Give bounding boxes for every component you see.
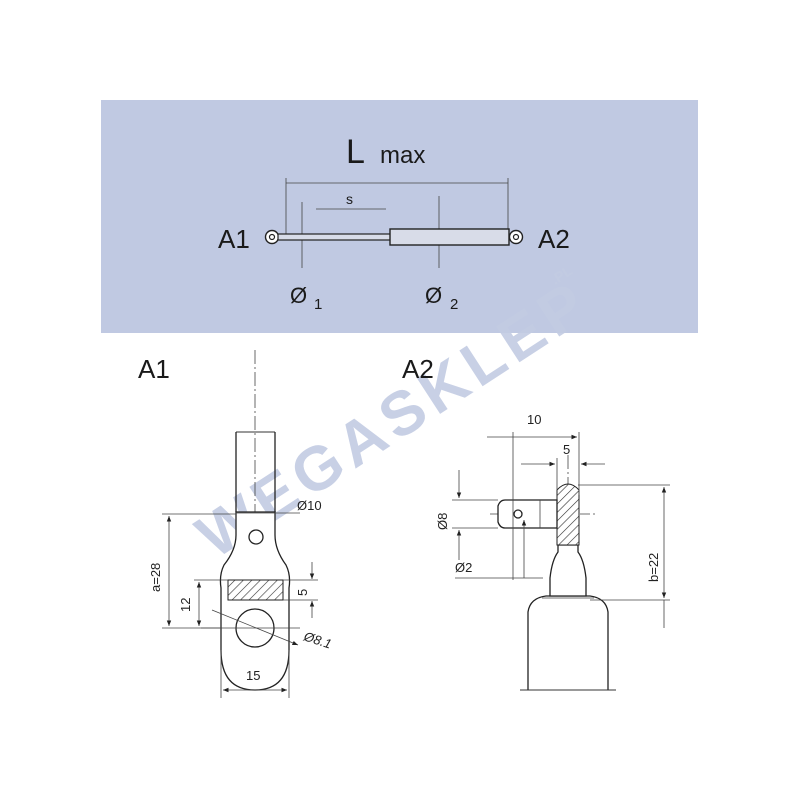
- cylinder-body: [389, 228, 510, 246]
- a2-dim-b: b=22: [646, 553, 661, 582]
- detail-heading-a1: A1: [138, 354, 170, 384]
- piston-rod: [277, 233, 392, 241]
- diameter-1-label: Ø: [290, 283, 307, 308]
- stroke-label: s: [346, 191, 353, 207]
- end-label-a1: A1: [218, 224, 250, 254]
- detail-a1-drawing: Ø10 a=28 12 5 Ø8.1 15: [148, 350, 334, 698]
- detail-heading-a2: A2: [402, 354, 434, 384]
- a2-dim-hole: Ø2: [455, 560, 472, 575]
- eye-right: [508, 229, 524, 245]
- diameter-2-label: Ø: [425, 283, 442, 308]
- a1-dim-rod-diameter: Ø10: [297, 498, 322, 513]
- a2-dim-10: 10: [527, 412, 541, 427]
- a2-dim-5: 5: [563, 442, 570, 457]
- a2-dim-pin: Ø8: [435, 513, 450, 530]
- end-label-a2: A2: [538, 224, 570, 254]
- diameter-2-sub: 2: [450, 296, 458, 313]
- a1-dim-width: 15: [246, 668, 260, 683]
- detail-a2-drawing: 10 5 Ø8 Ø2 b=22: [435, 412, 670, 691]
- lmax-title: L: [346, 133, 365, 171]
- a1-dim-5: 5: [295, 589, 310, 596]
- a1-dim-a: a=28: [148, 563, 163, 592]
- a1-dim-hole: Ø8.1: [301, 628, 333, 651]
- header-panel: [101, 100, 698, 333]
- eye-left: [264, 229, 280, 245]
- lmax-subtitle: max: [380, 142, 425, 169]
- a1-dim-12: 12: [178, 598, 193, 612]
- diameter-1-sub: 1: [314, 296, 322, 313]
